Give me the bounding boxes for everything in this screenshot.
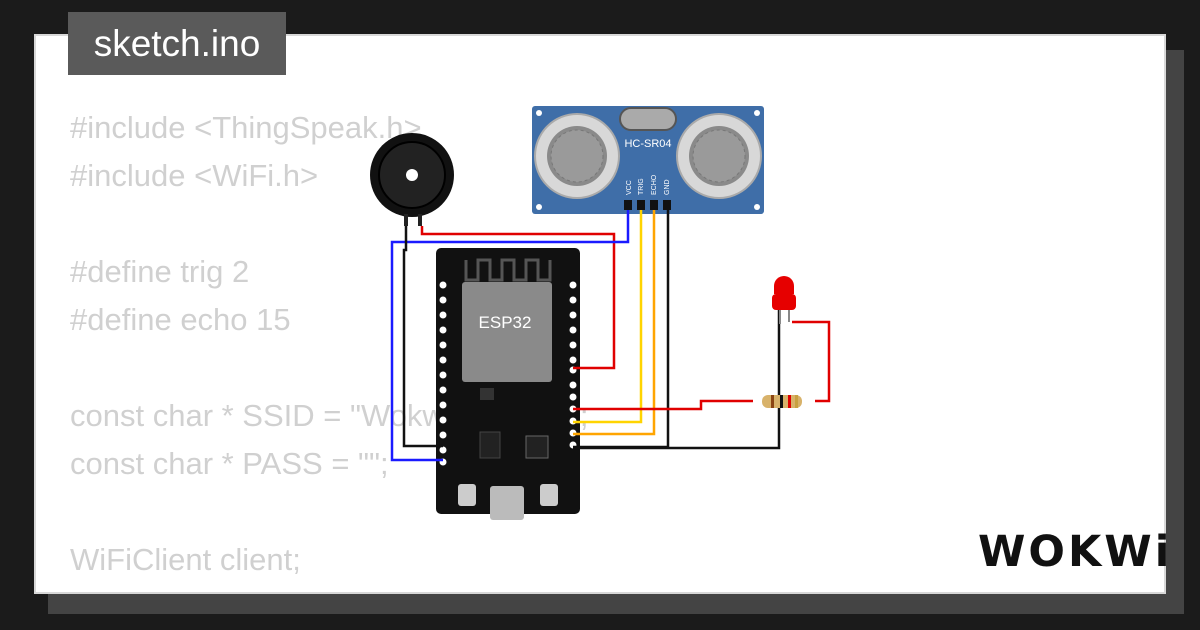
pin-label-vcc: VCC [626,180,633,195]
code-line: #define echo 15 [70,302,291,337]
sensor-label: HC-SR04 [624,138,671,150]
ultrasonic-sensor[interactable]: HC-SR04 VCC TRIG ECHO GND [532,106,764,214]
pin-label-trig: TRIG [638,178,645,195]
pin-label-echo: ECHO [651,174,658,195]
code-line: #include <WiFi.h> [70,158,319,193]
wire-black-led-gnd [573,310,781,450]
buzzer[interactable] [370,133,454,226]
code-line: long duration, distance; [70,584,588,592]
wire-black-buzzer [402,226,443,448]
wire-red-led [573,399,753,411]
code-line: #include <ThingSpeak.h> [70,110,422,145]
code-line: #define trig 2 [70,254,250,289]
file-tab[interactable]: sketch.ino [68,12,286,75]
wire-red-resistor-led [792,320,831,403]
pin-label-gnd: GND [664,179,671,195]
wokwi-logo: WOKWi [978,527,1173,577]
wire-yellow-trig [573,210,643,424]
wire-red-buzzer [420,226,616,370]
led[interactable] [772,276,796,324]
wires [390,210,831,462]
esp32-board[interactable]: ESP32 [436,248,580,520]
wire-blue-vcc [390,210,630,462]
resistor[interactable] [762,395,802,408]
esp32-label: ESP32 [479,313,532,332]
code-line: WiFiClient client; [70,542,301,577]
wire-orange-echo [573,210,656,436]
code-line: const char * PASS = ""; [70,446,389,481]
